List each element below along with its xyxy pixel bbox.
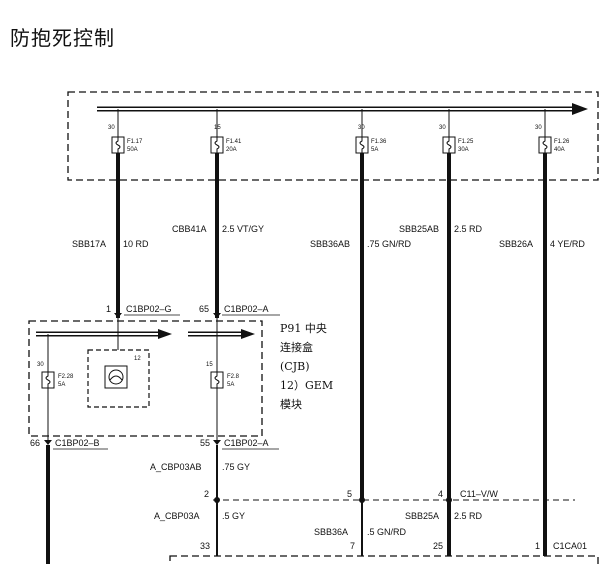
fuse-number: 15 xyxy=(214,125,221,131)
fuse-icon xyxy=(210,136,224,154)
fuse-number: 30 xyxy=(535,125,542,131)
relay-icon xyxy=(104,365,128,389)
splice-pin: 4 xyxy=(438,489,443,499)
relay-number: 12 xyxy=(134,356,141,362)
fuse-rating: 30A xyxy=(458,147,469,153)
fuse-number: 30 xyxy=(37,362,44,368)
wire-code: CBB41A xyxy=(172,224,207,234)
connector-name: C1BP02–B xyxy=(55,438,100,448)
wire-spec: .75 GN/RD xyxy=(367,239,412,249)
bottom-pin: 7 xyxy=(350,541,355,551)
fuse-id: F1.41 xyxy=(226,139,242,145)
wire-spec: .75 GY xyxy=(222,462,250,472)
bus-bar-arrow-icon xyxy=(241,329,255,339)
wire-code: SBB17A xyxy=(72,239,106,249)
wire-spec: 2.5 RD xyxy=(454,511,483,521)
wire-code: SBB36AB xyxy=(310,239,350,249)
bottom-connector-name: C1CA01 xyxy=(553,541,587,551)
bus-bar-arrow-icon xyxy=(158,329,172,339)
cjb-label-line: 模块 xyxy=(280,398,302,411)
connector-pin: 65 xyxy=(199,304,209,314)
fuse-branches xyxy=(117,109,546,137)
fuse-box-frame xyxy=(67,91,599,181)
fuse-number: 30 xyxy=(358,125,365,131)
connector-name: C1BP02–G xyxy=(126,304,172,314)
wire-spec: .5 GY xyxy=(222,511,245,521)
bottom-pin: 33 xyxy=(200,541,210,551)
wire-spec: .5 GN/RD xyxy=(367,527,407,537)
fuse-rating: 40A xyxy=(554,147,565,153)
fuse-rating: 50A xyxy=(127,147,138,153)
connector-icon xyxy=(114,313,122,318)
fuse-number: 30 xyxy=(439,125,446,131)
wire-spec: 10 RD xyxy=(123,239,149,249)
wire-code: SBB25AB xyxy=(399,224,439,234)
wire-spec: 2.5 RD xyxy=(454,224,483,234)
connector-pin: 66 xyxy=(30,438,40,448)
splice-node xyxy=(214,497,220,503)
cjb-label-line: 连接盒 xyxy=(280,340,313,354)
fuse-id: F1.25 xyxy=(458,139,474,145)
connector-pin: 55 xyxy=(200,438,210,448)
connector-name: C1BP02–A xyxy=(224,304,269,314)
fuse-id: F1.17 xyxy=(127,139,143,145)
wire-code: A_CBP03A xyxy=(154,511,200,521)
fuse-icon xyxy=(210,371,224,389)
connector-name: C1BP02–A xyxy=(224,438,269,448)
connector-pin: 1 xyxy=(106,304,111,314)
splice-pin: 2 xyxy=(204,489,209,499)
fuse-number: 30 xyxy=(108,125,115,131)
connector-icon xyxy=(213,440,221,445)
fuse-rating: 5A xyxy=(58,382,65,388)
cjb-label-line: P91 中央 xyxy=(280,322,327,335)
fuse-id: F2.8 xyxy=(227,374,240,380)
fuse-rating: 5A xyxy=(371,147,378,153)
wire-code: SBB25A xyxy=(405,511,439,521)
fuse-number: 15 xyxy=(206,362,213,368)
fuse-rating: 5A xyxy=(227,382,234,388)
splice-name: C11–V/W xyxy=(460,489,498,499)
connector-icon xyxy=(44,440,52,445)
fuse-id: F1.36 xyxy=(371,139,387,145)
cjb-label-line: 12）GEM xyxy=(280,379,333,392)
wire-code: A_CBP03AB xyxy=(150,462,202,472)
fuse-icon xyxy=(442,136,456,154)
splice-pin: 5 xyxy=(347,489,352,499)
bus-bar-arrow-icon xyxy=(572,103,588,115)
fuse-icon xyxy=(538,136,552,154)
fuse-icon xyxy=(111,136,125,154)
fuse-id: F1.26 xyxy=(554,139,570,145)
cjb-label-line: (CJB) xyxy=(280,360,310,373)
wire-code: SBB36A xyxy=(314,527,348,537)
bottom-pin: 1 xyxy=(535,541,540,551)
fuse-rating: 20A xyxy=(226,147,237,153)
wire-spec: 4 YE/RD xyxy=(550,239,585,249)
fuse-icon xyxy=(41,371,55,389)
relay-frame xyxy=(87,349,150,408)
wire-code: SBB26A xyxy=(499,239,533,249)
connector-icon xyxy=(213,313,221,318)
fuse-id: F2.28 xyxy=(58,374,74,380)
fuse-icon xyxy=(355,136,369,154)
bottom-pin: 25 xyxy=(433,541,443,551)
abs-module-frame xyxy=(169,555,599,564)
page-title: 防抱死控制 xyxy=(10,26,115,50)
wire-harness xyxy=(116,153,547,556)
cjb-module-frame xyxy=(28,320,263,437)
wire-spec: 2.5 VT/GY xyxy=(222,224,264,234)
